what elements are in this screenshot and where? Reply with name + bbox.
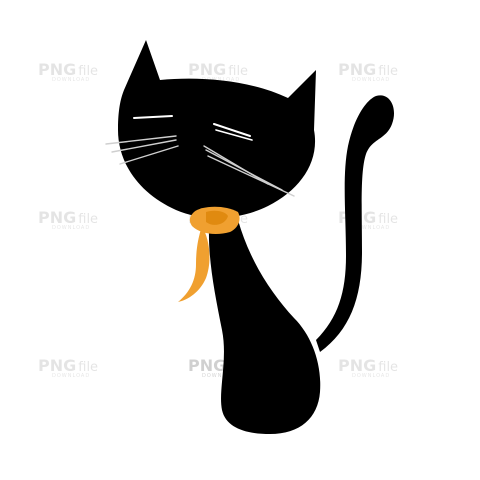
cat-tail [316, 95, 395, 352]
cat-head [118, 40, 316, 218]
right-eye-line-2 [215, 129, 253, 141]
whisker-right-2 [205, 149, 283, 191]
scarf-tail [178, 226, 210, 302]
whisker-left-2 [111, 139, 177, 153]
whisker-right-3 [207, 155, 295, 197]
whisker-left-3 [119, 145, 179, 165]
whisker-left-1 [105, 135, 177, 145]
cat-body [208, 214, 321, 434]
scarf-knot [206, 210, 228, 225]
right-eye-line [213, 123, 251, 137]
left-eye-line [133, 115, 173, 119]
